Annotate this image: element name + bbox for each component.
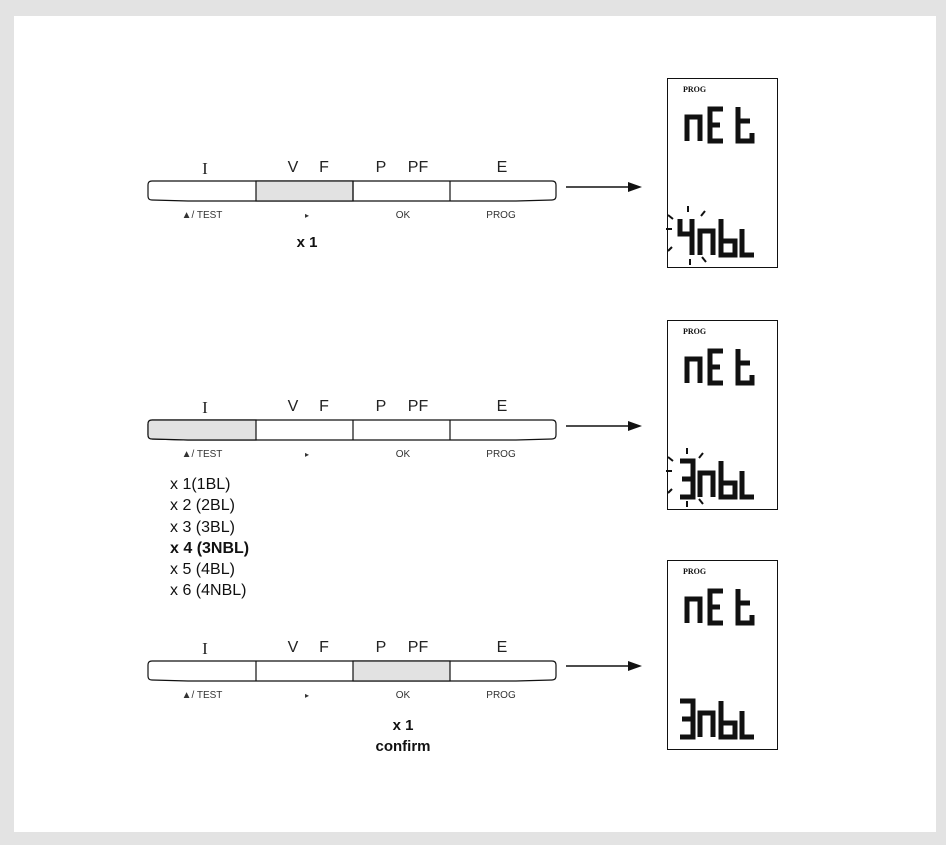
lcd-digits — [666, 348, 755, 507]
sublabel-prog: PROG — [486, 210, 516, 221]
key-label-p: P — [375, 639, 387, 656]
lcd-line1-net — [684, 106, 755, 144]
sublabel-prog: PROG — [486, 449, 516, 460]
key-label-pf: PF — [407, 639, 429, 656]
press-options-list: x 1(1BL) x 2 (2BL) x 3 (3BL) x 4 (3NBL) … — [170, 474, 249, 602]
key-label-e: E — [496, 159, 508, 176]
key-label-pf: PF — [407, 398, 429, 415]
sublabel-right: ▸ — [304, 691, 310, 700]
arrow-icon — [566, 661, 642, 671]
key-label-v: V — [287, 398, 299, 415]
sublabel-up-test: ▲/ TEST — [181, 449, 223, 460]
key-label-i: I — [202, 398, 208, 417]
lcd-line1-net — [684, 348, 755, 386]
prog-badge: PROG — [683, 327, 707, 336]
prog-badge: PROG — [683, 85, 707, 94]
arrow-icon — [566, 182, 642, 192]
key-label-f: F — [319, 398, 329, 415]
key-label-p: P — [375, 159, 387, 176]
option-3bl: x 3 (3BL) — [170, 518, 235, 536]
option-4nbl: x 6 (4NBL) — [170, 582, 247, 600]
keypad-bar — [147, 419, 557, 441]
key-p-pf-pressed[interactable] — [352, 660, 451, 682]
key-label-i: I — [202, 159, 208, 178]
lcd-line1-net — [684, 588, 755, 626]
key-label-i: I — [202, 639, 208, 658]
lcd-display: PROG — [666, 78, 778, 268]
blink-icon — [666, 448, 704, 507]
prog-badge: PROG — [683, 567, 707, 576]
blink-icon — [666, 206, 707, 265]
keypad-bar — [147, 660, 557, 682]
lcd-line2-4nbl — [677, 219, 754, 258]
key-label-pf: PF — [407, 159, 429, 176]
lcd-display: PROG — [666, 320, 778, 510]
lcd-digits — [680, 588, 755, 740]
key-label-e: E — [496, 639, 508, 656]
arrow-icon — [566, 421, 642, 431]
keypad-bar — [147, 180, 557, 202]
lcd-line2-3nbl — [680, 458, 754, 500]
key-label-f: F — [319, 639, 329, 656]
sublabel-prog: PROG — [486, 690, 516, 701]
option-3nbl-selected: x 4 (3NBL) — [170, 539, 250, 557]
confirm-label: confirm — [375, 738, 431, 755]
key-label-e: E — [496, 398, 508, 415]
press-count: x 1 — [392, 717, 414, 734]
key-i-pressed[interactable] — [147, 419, 257, 441]
key-v-f-pressed[interactable] — [255, 180, 354, 202]
sublabel-right: ▸ — [304, 211, 310, 220]
key-label-p: P — [375, 398, 387, 415]
press-count: x 1 — [296, 234, 318, 251]
key-label-f: F — [319, 159, 329, 176]
sublabel-ok: OK — [395, 690, 411, 701]
option-2bl: x 2 (2BL) — [170, 497, 235, 515]
option-1bl: x 1(1BL) — [170, 476, 231, 493]
key-label-v: V — [287, 639, 299, 656]
lcd-line2-3nbl — [680, 698, 754, 740]
key-label-v: V — [287, 159, 299, 176]
sublabel-ok: OK — [395, 449, 411, 460]
lcd-digits — [666, 106, 755, 265]
option-4bl: x 5 (4BL) — [170, 561, 235, 579]
sublabel-up-test: ▲/ TEST — [181, 210, 223, 221]
sublabel-up-test: ▲/ TEST — [181, 690, 223, 701]
lcd-display: PROG — [667, 560, 778, 750]
sublabel-ok: OK — [395, 210, 411, 221]
sublabel-right: ▸ — [304, 450, 310, 459]
